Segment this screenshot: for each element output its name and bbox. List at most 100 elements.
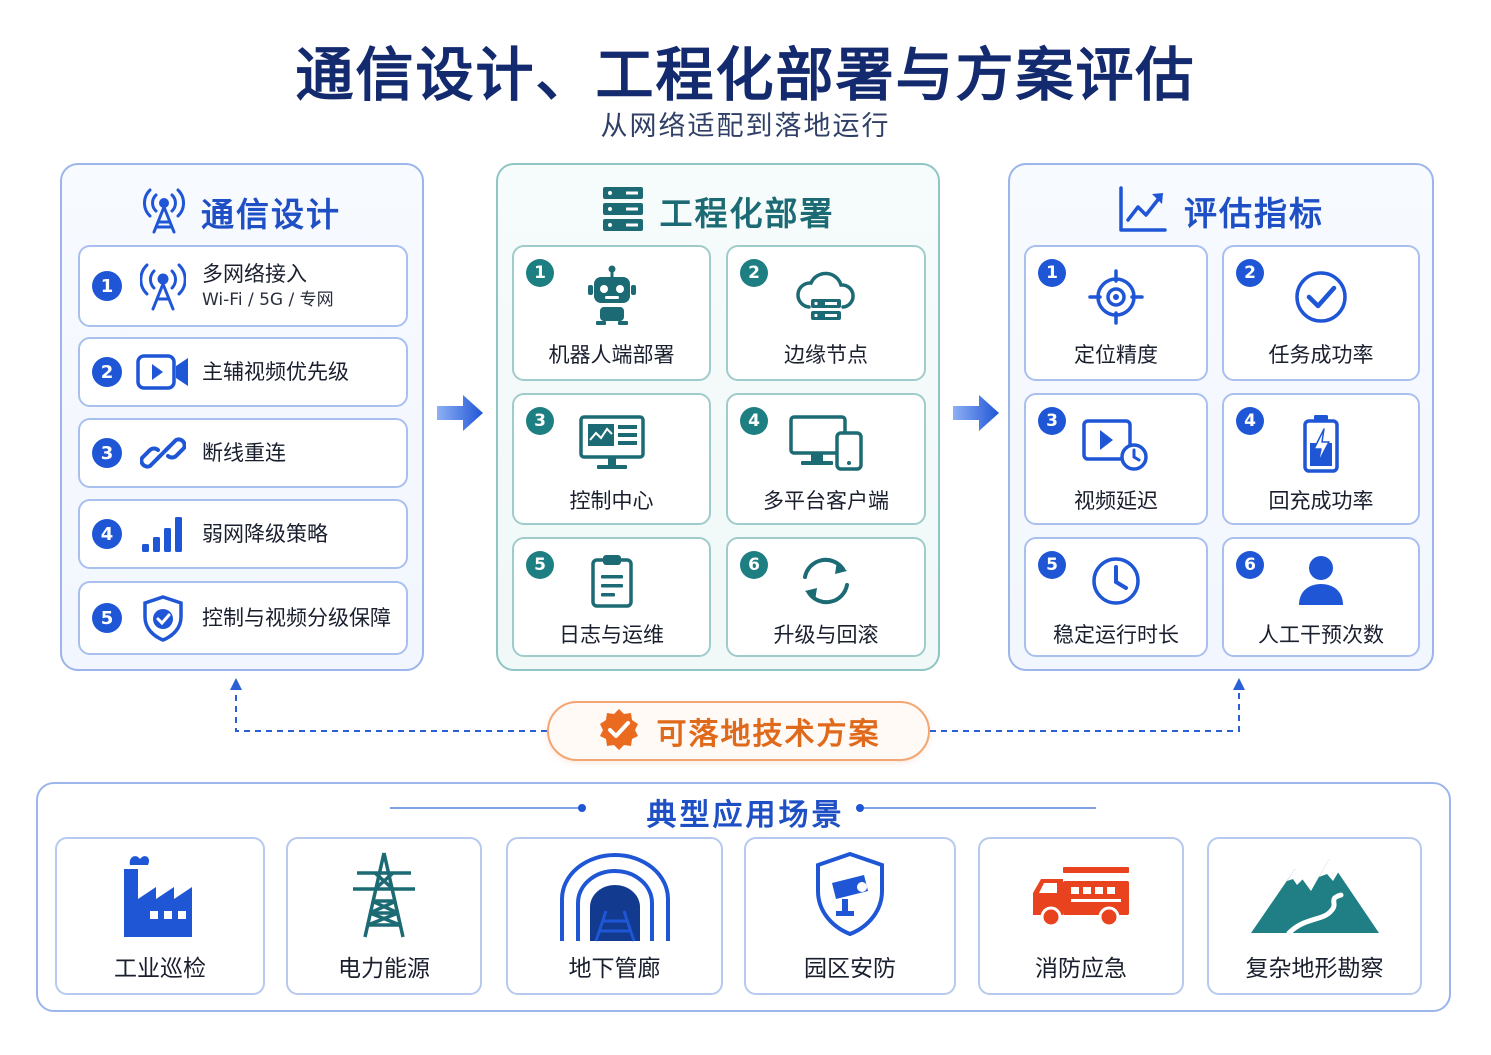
scene-label: 工业巡检 [114, 956, 206, 982]
eval-panel: 评估指标 1 定位精度 2 任务成功率 3 视频延迟 4 回充成功率 5 稳定运 [1008, 163, 1434, 671]
comm-item-label: 断线重连 [202, 440, 286, 465]
deploy-panel-title: 工程化部署 [659, 194, 835, 233]
page-subtitle: 从网络适配到落地运行 [600, 111, 891, 142]
comm-item-text: 多网络接入 Wi-Fi / 5G / 专网 [202, 260, 334, 311]
link-icon [136, 430, 190, 476]
comm-design-panel: 通信设计 1 多网络接入 Wi-Fi / 5G / 专网 2 主辅视频优先级 3… [60, 163, 424, 671]
scene-label: 地下管廊 [568, 956, 661, 982]
monitor-dashboard-icon [514, 413, 709, 471]
security-camera-shield-icon [746, 851, 954, 937]
devices-icon [728, 415, 924, 471]
scene-industrial-inspection: 工业巡检 [55, 837, 265, 995]
check-circle-icon [1224, 269, 1418, 325]
scene-campus-security: 园区安防 [744, 837, 956, 995]
eval-card-label: 稳定运行时长 [1053, 623, 1179, 647]
video-clock-icon [1026, 417, 1206, 471]
comm-item-video-priority: 2 主辅视频优先级 [78, 337, 408, 407]
scene-fire-emergency: 消防应急 [978, 837, 1184, 995]
comm-item-label: 多网络接入 [202, 262, 307, 287]
deploy-card-upgrade: 6 升级与回滚 [726, 537, 926, 657]
clock-icon [1026, 555, 1206, 607]
scene-utility-tunnel: 地下管廊 [506, 837, 723, 995]
deploy-card-edge: 2 边缘节点 [726, 245, 926, 381]
flow-arrow-icon [437, 395, 483, 431]
comm-item-sub: Wi-Fi / 5G / 专网 [202, 289, 334, 310]
crosshair-icon [1026, 269, 1206, 325]
scenes-title-decoration [390, 804, 1096, 812]
number-badge: 3 [92, 438, 122, 468]
antenna-icon [136, 263, 190, 311]
solution-badge: 可落地技术方案 [547, 701, 930, 761]
number-badge: 4 [1236, 407, 1264, 435]
eval-card-label: 回充成功率 [1268, 489, 1374, 513]
solution-badge-label: 可落地技术方案 [656, 717, 881, 752]
server-rack-icon [602, 185, 644, 237]
comm-item-label: 控制与视频分级保障 [202, 605, 391, 630]
deploy-card-logs: 5 日志与运维 [512, 537, 711, 657]
number-badge: 1 [92, 271, 122, 301]
scene-power-energy: 电力能源 [286, 837, 482, 995]
scene-terrain-survey: 复杂地形勘察 [1207, 837, 1422, 995]
number-badge: 4 [740, 407, 768, 435]
comm-item-tiered-guarantee: 5 控制与视频分级保障 [78, 581, 408, 655]
scene-label: 园区安防 [804, 956, 896, 982]
scene-label: 消防应急 [1035, 956, 1127, 982]
number-badge: 3 [1038, 407, 1066, 435]
comm-item-multi-network: 1 多网络接入 Wi-Fi / 5G / 专网 [78, 245, 408, 327]
refresh-icon [728, 553, 924, 609]
deploy-card-multi-client: 4 多平台客户端 [726, 393, 926, 525]
number-badge: 2 [740, 259, 768, 287]
cloud-server-icon [728, 269, 924, 325]
number-badge: 3 [526, 407, 554, 435]
comm-item-reconnect: 3 断线重连 [78, 418, 408, 488]
line-chart-icon [1118, 185, 1168, 237]
battery-charge-icon [1224, 413, 1418, 473]
deploy-card-label: 机器人端部署 [548, 343, 675, 367]
eval-card-label: 视频延迟 [1074, 489, 1158, 513]
deploy-card-label: 多平台客户端 [763, 489, 889, 513]
mountain-icon [1209, 855, 1420, 935]
eval-card-positioning: 1 定位精度 [1024, 245, 1208, 381]
comm-panel-header: 通信设计 [62, 185, 422, 239]
deploy-card-label: 升级与回滚 [773, 623, 879, 647]
eval-card-label: 定位精度 [1074, 343, 1158, 367]
deploy-card-label: 控制中心 [569, 489, 654, 513]
deploy-card-robot: 1 机器人端部署 [512, 245, 711, 381]
comm-item-label: 弱网降级策略 [202, 521, 328, 546]
eval-card-task-success: 2 任务成功率 [1222, 245, 1420, 381]
number-badge: 4 [92, 519, 122, 549]
deploy-card-label: 边缘节点 [784, 343, 868, 367]
eval-card-uptime: 5 稳定运行时长 [1024, 537, 1208, 657]
deploy-card-label: 日志与运维 [559, 623, 664, 647]
number-badge: 1 [1038, 259, 1066, 287]
tunnel-icon [508, 851, 721, 943]
number-badge: 5 [526, 551, 554, 579]
fire-truck-icon [980, 861, 1182, 931]
eval-panel-header: 评估指标 [1010, 185, 1432, 237]
scene-label: 复杂地形勘察 [1245, 956, 1384, 982]
factory-icon [57, 851, 263, 941]
eval-card-recharge: 4 回充成功率 [1222, 393, 1420, 525]
signal-bars-icon [136, 511, 190, 557]
deploy-panel: 工程化部署 1 机器人端部署 2 边缘节点 3 控制中心 4 多平台客户端 5 [496, 163, 940, 671]
number-badge: 2 [1236, 259, 1264, 287]
video-camera-icon [136, 349, 190, 395]
deploy-panel-header: 工程化部署 [498, 185, 938, 237]
robot-icon [514, 265, 709, 325]
power-tower-icon [288, 851, 480, 939]
comm-panel-title: 通信设计 [201, 195, 341, 234]
clipboard-icon [514, 553, 709, 609]
shield-check-icon [136, 595, 190, 642]
number-badge: 2 [92, 357, 122, 387]
number-badge: 5 [1038, 551, 1066, 579]
verified-seal-icon [597, 707, 641, 755]
comm-item-label: 主辅视频优先级 [202, 359, 349, 384]
flow-arrow-icon [953, 395, 999, 431]
page-title: 通信设计、工程化部署与方案评估 [295, 41, 1196, 109]
eval-panel-title: 评估指标 [1184, 194, 1324, 233]
comm-item-weak-network: 4 弱网降级策略 [78, 499, 408, 569]
number-badge: 5 [92, 603, 122, 633]
deploy-card-control-center: 3 控制中心 [512, 393, 711, 525]
person-icon [1224, 553, 1418, 607]
